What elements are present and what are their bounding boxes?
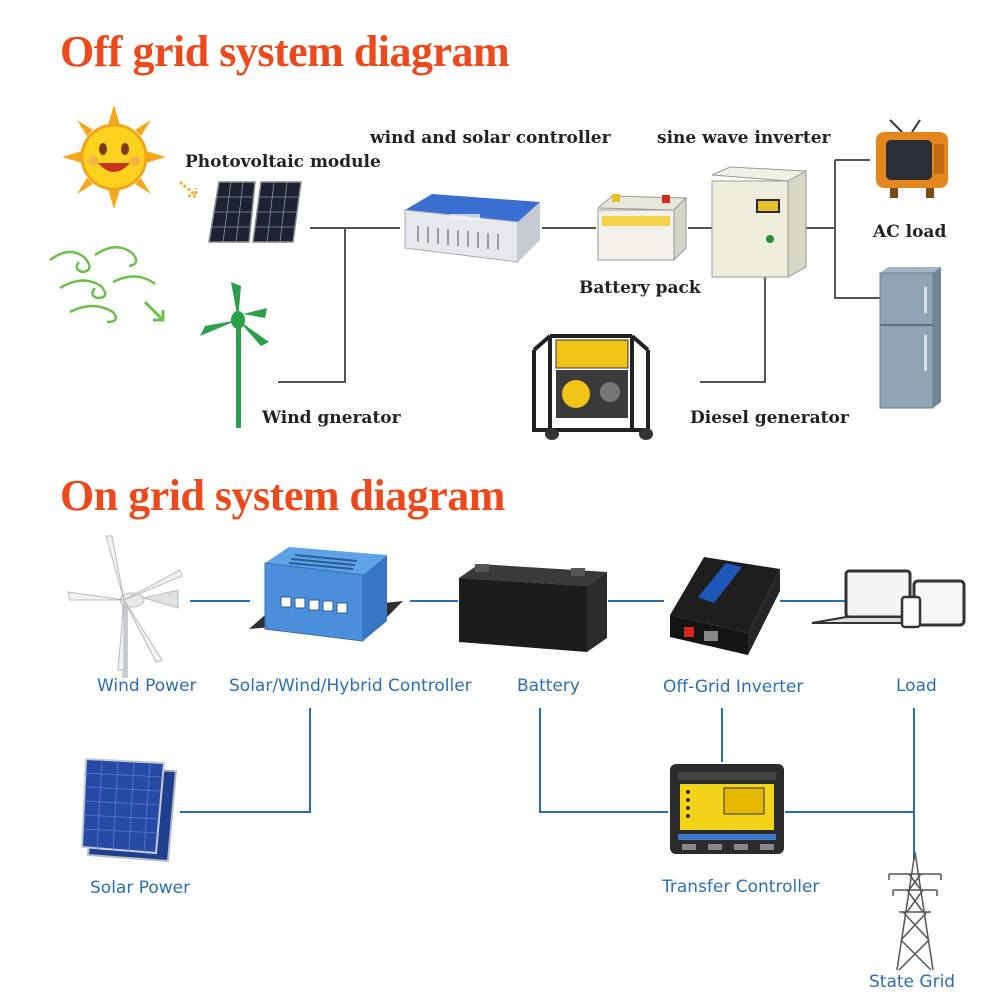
sunlight-arrow-icon xyxy=(179,180,198,198)
diesel-generator-label: Diesel generator xyxy=(690,408,849,428)
battery-pack-label: Battery pack xyxy=(579,278,701,298)
transfer-controller-label: Transfer Controller xyxy=(662,877,820,897)
laptop-icon xyxy=(811,569,966,629)
wind-turbine-icon xyxy=(200,282,269,428)
phone-icon xyxy=(900,595,922,629)
solar-panel-icon xyxy=(208,181,302,243)
on-grid-title: On grid system diagram xyxy=(60,471,505,520)
load-label: Load xyxy=(896,676,937,696)
pv-module-label: Photovoltaic module xyxy=(185,152,381,172)
transfer-controller-icon xyxy=(670,764,784,854)
inverter-label: sine wave inverter xyxy=(657,128,831,148)
off-grid-inverter-label: Off-Grid Inverter xyxy=(663,677,804,697)
battery-icon xyxy=(596,194,688,262)
ac-load-label: AC load xyxy=(873,222,947,242)
solar-power-label: Solar Power xyxy=(90,878,191,898)
controller-icon xyxy=(249,547,403,642)
controller-label: wind and solar controller xyxy=(370,128,611,148)
controller-icon xyxy=(404,194,540,263)
inverter-icon xyxy=(670,557,780,655)
wind-generator-label: Wind gnerator xyxy=(262,408,401,428)
transmission-tower-icon xyxy=(888,851,942,971)
solar-panel-icon xyxy=(80,757,178,863)
inverter-icon xyxy=(711,166,808,278)
off-grid-title: Off grid system diagram xyxy=(60,27,510,76)
wind-swirl-icon xyxy=(49,246,165,324)
refrigerator-icon xyxy=(879,267,941,409)
hybrid-controller-label: Solar/Wind/Hybrid Controller xyxy=(229,676,472,696)
sun-icon xyxy=(62,105,166,209)
battery-label: Battery xyxy=(517,676,580,696)
diesel-generator-icon xyxy=(532,334,653,440)
tv-icon xyxy=(876,119,948,198)
wind-power-label: Wind Power xyxy=(97,676,197,696)
wind-turbine-icon xyxy=(67,535,183,678)
battery-icon xyxy=(459,564,607,652)
tablet-icon xyxy=(912,579,966,627)
state-grid-label: State Grid xyxy=(869,972,956,992)
